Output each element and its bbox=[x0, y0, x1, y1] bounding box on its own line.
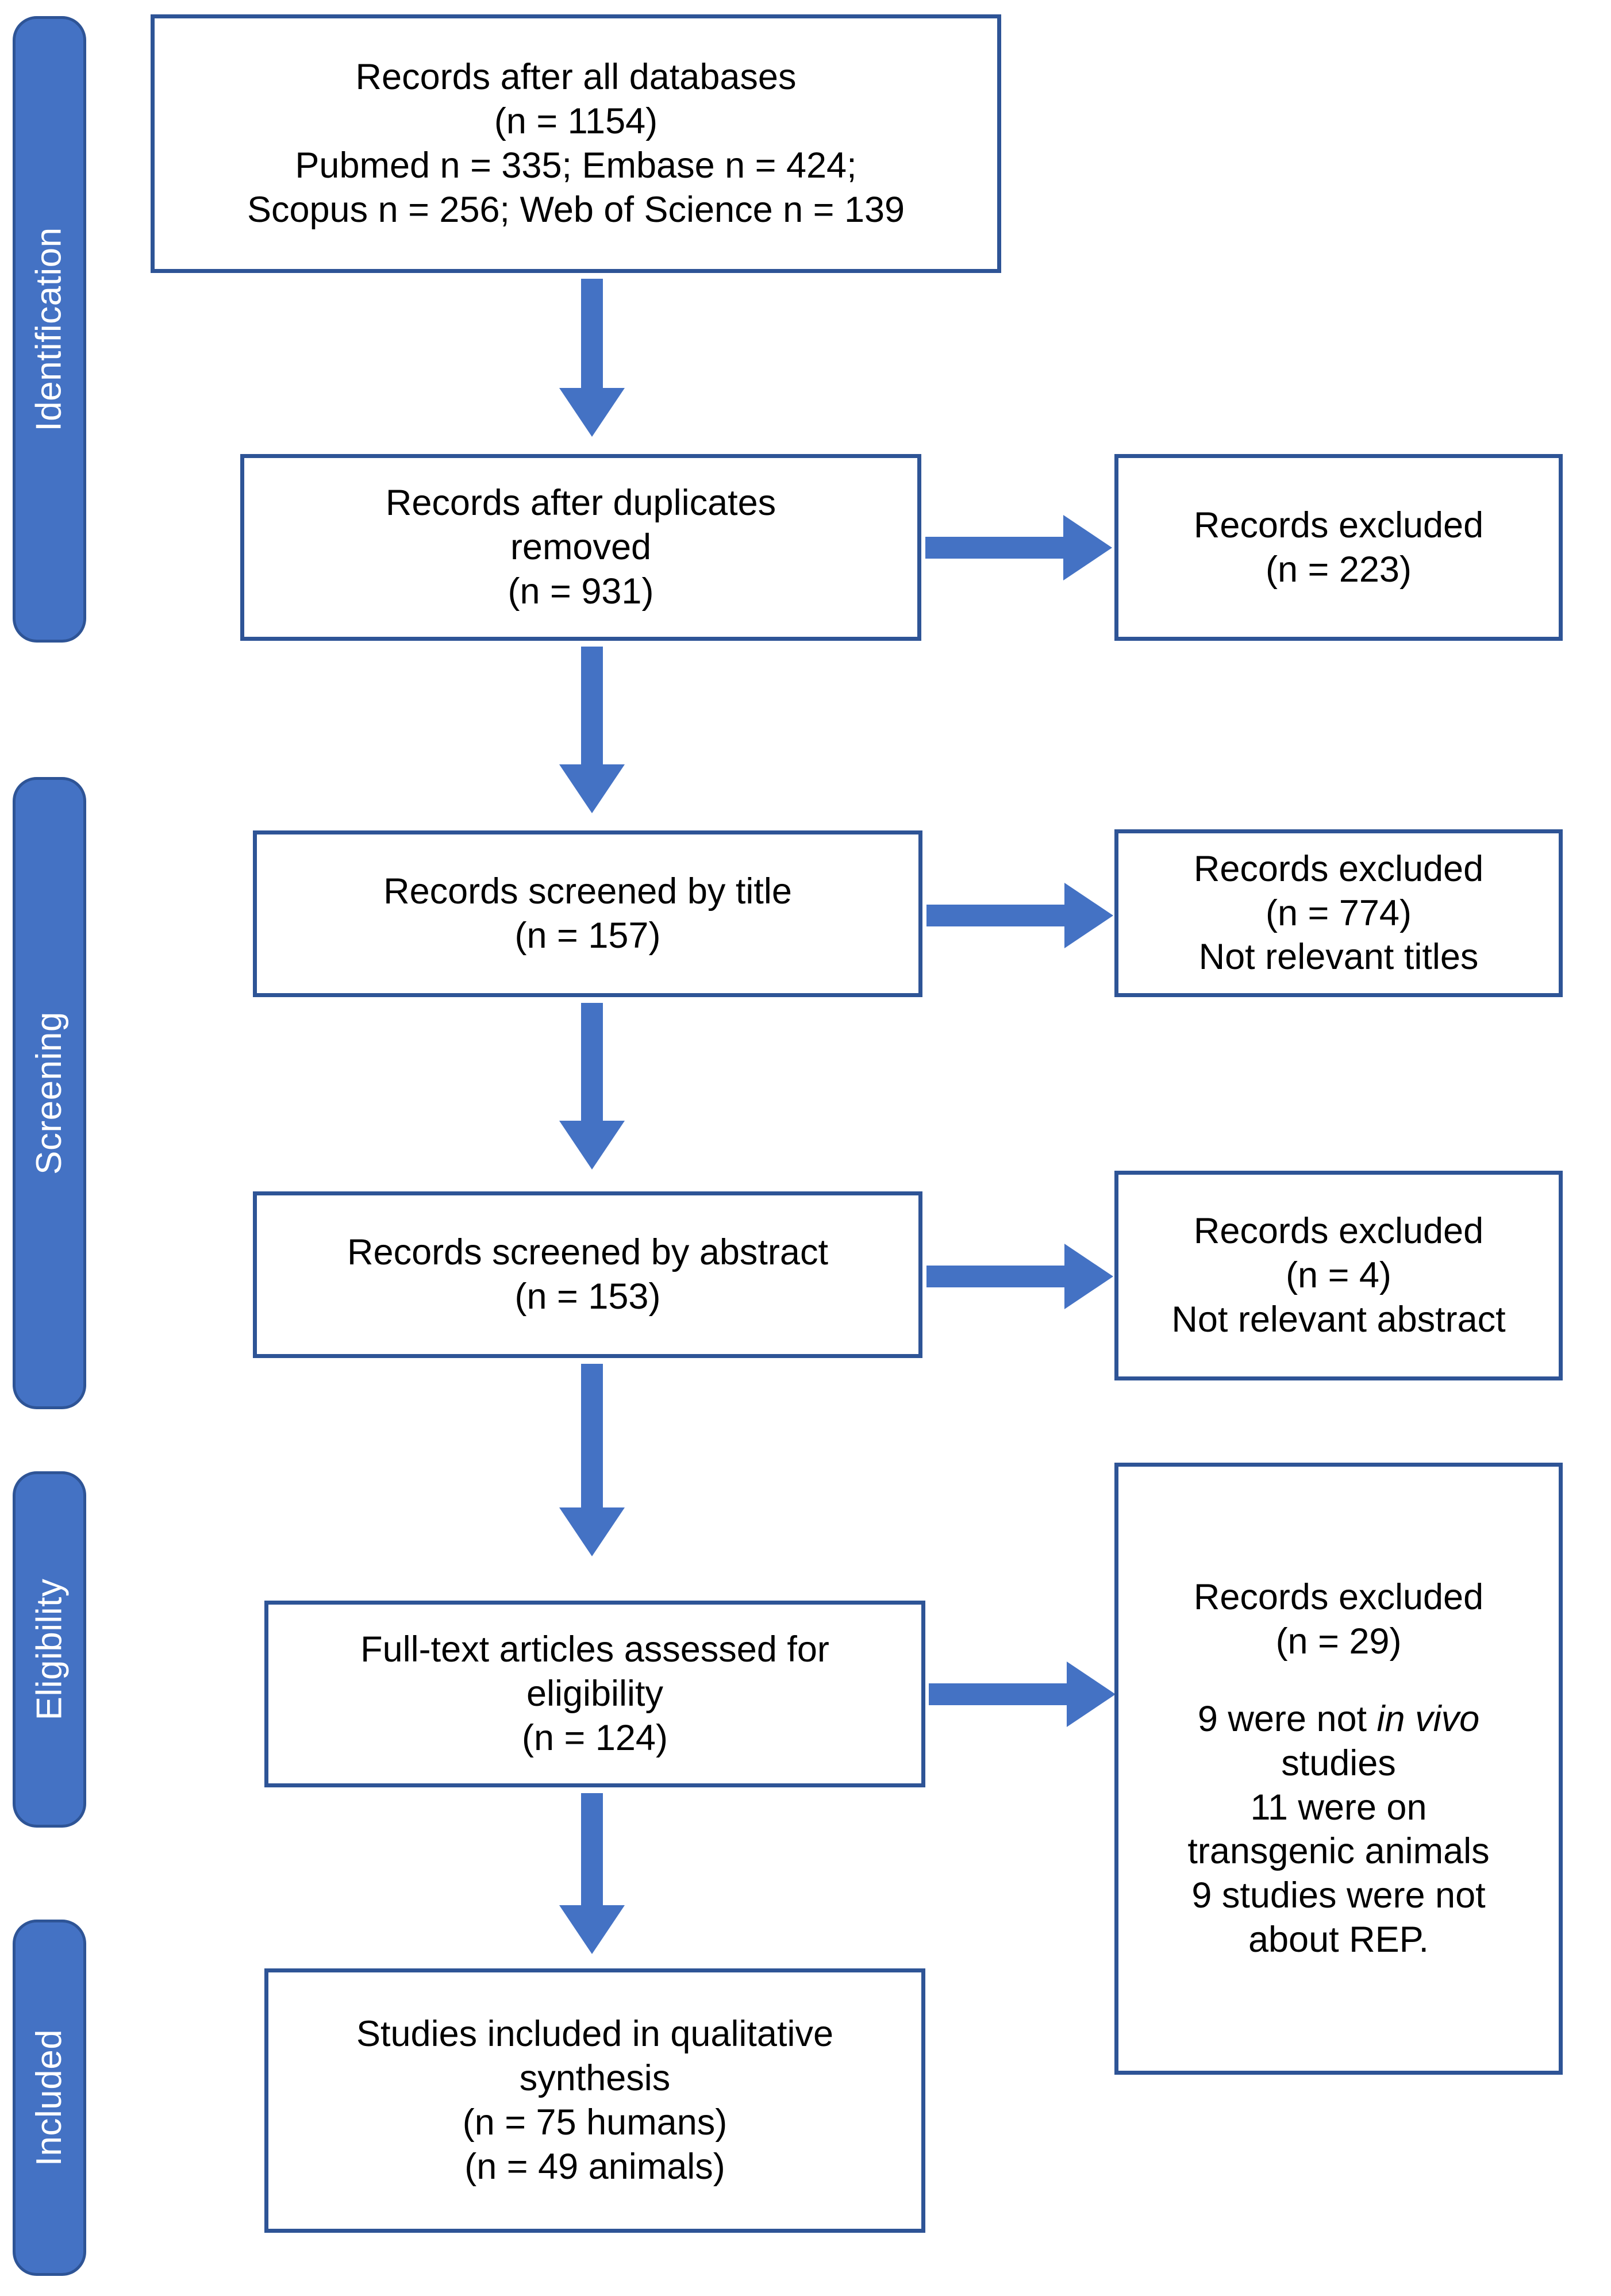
box-line: Records excluded bbox=[1193, 848, 1484, 889]
box-line: transgenic animals bbox=[1187, 1831, 1490, 1872]
box-line: studies bbox=[1281, 1743, 1396, 1783]
box-line: (n = 931) bbox=[507, 571, 654, 612]
box-line: about REP. bbox=[1248, 1920, 1429, 1960]
arrow-stem bbox=[581, 1793, 603, 1911]
box-line: Records excluded bbox=[1193, 505, 1484, 545]
box-records-screened-title: Records screened by title (n = 157) bbox=[253, 830, 922, 997]
box-line: eligibility bbox=[526, 1674, 664, 1714]
arrow-stem bbox=[581, 1003, 603, 1126]
stage-bar-screening: Screening bbox=[13, 777, 86, 1409]
arrow-right-title-to-excluded bbox=[926, 882, 1113, 948]
box-line: Not relevant titles bbox=[1198, 937, 1479, 978]
arrow-down-identification-to-duplicates bbox=[540, 279, 644, 437]
box-records-after-duplicates: Records after duplicates removed (n = 93… bbox=[240, 454, 921, 641]
box-studies-included: Studies included in qualitative synthesi… bbox=[264, 1968, 925, 2233]
arrow-down-abstract-to-fulltext bbox=[540, 1364, 644, 1556]
arrow-stem bbox=[581, 647, 603, 770]
box-line: Records after all databases bbox=[355, 57, 797, 98]
arrow-head-icon bbox=[1064, 1243, 1113, 1309]
box-line: (n = 29) bbox=[1275, 1621, 1402, 1662]
box-line: (n = 774) bbox=[1266, 893, 1412, 933]
box-line: (n = 49 animals) bbox=[464, 2146, 725, 2187]
arrow-right-fulltext-to-excluded bbox=[929, 1661, 1116, 1727]
box-line: Records after duplicates bbox=[385, 483, 776, 524]
arrow-head-icon bbox=[1067, 1661, 1116, 1727]
box-excluded-fulltext: Records excluded (n = 29) 9 were not in … bbox=[1114, 1463, 1563, 2075]
stage-label-eligibility: Eligibility bbox=[29, 1578, 70, 1721]
box-line: (n = 153) bbox=[514, 1276, 661, 1317]
stage-bar-included: Included bbox=[13, 1920, 86, 2276]
arrow-head-icon bbox=[559, 1905, 625, 1954]
box-line: Full-text articles assessed for bbox=[360, 1629, 829, 1670]
arrow-head-icon bbox=[559, 1121, 625, 1170]
box-line: 11 were on bbox=[1250, 1787, 1427, 1828]
box-line: (n = 223) bbox=[1266, 549, 1412, 590]
stage-label-included: Included bbox=[29, 2029, 70, 2167]
arrow-head-icon bbox=[559, 388, 625, 437]
arrow-head-icon bbox=[1064, 882, 1113, 948]
arrow-stem bbox=[929, 1683, 1070, 1705]
reason-italic-in-vivo: in vivo bbox=[1377, 1698, 1480, 1739]
arrow-down-duplicates-to-title-screen bbox=[540, 647, 644, 813]
box-line: 9 studies were not bbox=[1191, 1875, 1486, 1916]
reason-prefix: 9 were not bbox=[1197, 1698, 1377, 1739]
stage-bar-identification: Identification bbox=[13, 16, 86, 643]
box-excluded-title: Records excluded (n = 774) Not relevant … bbox=[1114, 829, 1563, 997]
arrow-stem bbox=[581, 1364, 603, 1513]
arrow-head-icon bbox=[559, 1507, 625, 1556]
box-line: Not relevant abstract bbox=[1171, 1299, 1506, 1340]
box-line: Scopus n = 256; Web of Science n = 139 bbox=[247, 189, 905, 230]
box-line: synthesis bbox=[519, 2058, 671, 2099]
box-line: Records excluded bbox=[1193, 1577, 1484, 1618]
box-line: (n = 75 humans) bbox=[462, 2102, 728, 2143]
stage-bar-eligibility: Eligibility bbox=[13, 1471, 86, 1828]
box-excluded-abstract: Records excluded (n = 4) Not relevant ab… bbox=[1114, 1171, 1563, 1380]
box-line: (n = 1154) bbox=[494, 101, 658, 142]
box-line: (n = 157) bbox=[514, 916, 661, 956]
arrow-stem bbox=[926, 1265, 1067, 1287]
box-records-all-databases: Records after all databases (n = 1154) P… bbox=[151, 14, 1001, 273]
box-line: Records excluded bbox=[1193, 1211, 1484, 1252]
box-fulltext-assessed: Full-text articles assessed for eligibil… bbox=[264, 1601, 925, 1787]
box-line: removed bbox=[510, 527, 652, 568]
box-line: Records screened by abstract bbox=[347, 1232, 828, 1273]
box-line: (n = 4) bbox=[1286, 1255, 1391, 1296]
box-excluded-duplicates: Records excluded (n = 223) bbox=[1114, 454, 1563, 641]
box-records-screened-abstract: Records screened by abstract (n = 153) bbox=[253, 1191, 922, 1358]
arrow-stem bbox=[926, 904, 1067, 926]
arrow-down-title-to-abstract-screen bbox=[540, 1003, 644, 1170]
box-line: Studies included in qualitative bbox=[356, 2014, 834, 2055]
arrow-stem bbox=[581, 279, 603, 394]
arrow-right-abstract-to-excluded bbox=[926, 1243, 1113, 1309]
stage-label-identification: Identification bbox=[29, 227, 69, 432]
stage-label-screening: Screening bbox=[29, 1012, 69, 1175]
box-line: Pubmed n = 335; Embase n = 424; bbox=[295, 145, 857, 186]
box-line: (n = 124) bbox=[522, 1717, 668, 1758]
arrow-down-fulltext-to-included bbox=[540, 1793, 644, 1954]
arrow-head-icon bbox=[1063, 514, 1112, 580]
arrow-head-icon bbox=[559, 764, 625, 813]
arrow-stem bbox=[925, 536, 1066, 559]
arrow-right-duplicates-to-excluded bbox=[925, 514, 1112, 580]
box-line: Records screened by title bbox=[383, 871, 792, 912]
box-line-reason-invivo: 9 were not in vivo bbox=[1198, 1697, 1479, 1741]
